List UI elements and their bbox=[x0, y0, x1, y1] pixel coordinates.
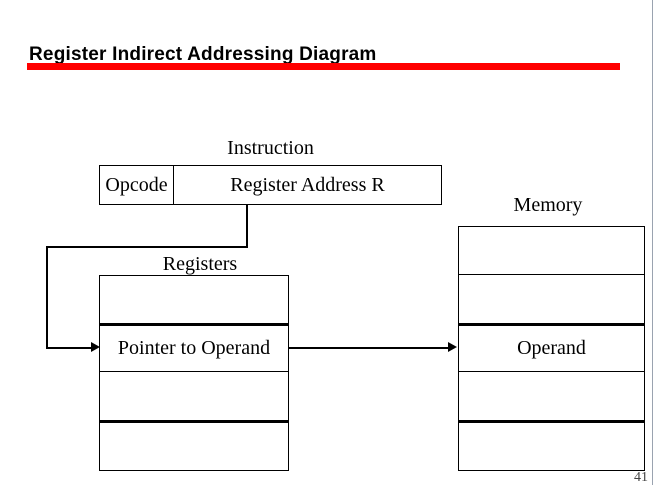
connector-instruction-across bbox=[46, 246, 247, 248]
arrowhead-into-registers bbox=[91, 342, 100, 352]
instruction-box: Opcode Register Address R bbox=[99, 165, 442, 205]
registers-cell-3 bbox=[100, 420, 288, 470]
instruction-register-address-field: Register Address R bbox=[230, 173, 385, 196]
connector-instruction-into-registers bbox=[46, 347, 92, 349]
registers-caption: Registers bbox=[162, 253, 238, 275]
registers-box: Pointer to Operand bbox=[99, 275, 289, 471]
instruction-caption: Instruction bbox=[227, 137, 314, 159]
connector-registers-to-memory bbox=[289, 347, 449, 349]
title-underline-rule bbox=[27, 63, 620, 70]
memory-cell-2: Operand bbox=[459, 323, 644, 371]
memory-cell-1 bbox=[459, 274, 644, 323]
memory-cell-3 bbox=[459, 371, 644, 420]
registers-cell-2 bbox=[100, 371, 288, 420]
registers-cell-0 bbox=[100, 276, 288, 323]
memory-cell-0 bbox=[459, 227, 644, 274]
arrowhead-into-memory bbox=[448, 342, 457, 352]
memory-caption: Memory bbox=[513, 194, 583, 216]
connector-instruction-drop bbox=[246, 205, 248, 248]
page-number: 41 bbox=[634, 470, 648, 485]
registers-cell-1: Pointer to Operand bbox=[100, 323, 288, 371]
instruction-opcode-field: Opcode bbox=[100, 166, 174, 204]
memory-cell-4 bbox=[459, 420, 644, 470]
connector-instruction-down-left bbox=[46, 246, 48, 348]
page-title: Register Indirect Addressing Diagram bbox=[29, 44, 377, 65]
page-right-edge bbox=[652, 0, 653, 485]
memory-box: Operand bbox=[458, 226, 645, 471]
